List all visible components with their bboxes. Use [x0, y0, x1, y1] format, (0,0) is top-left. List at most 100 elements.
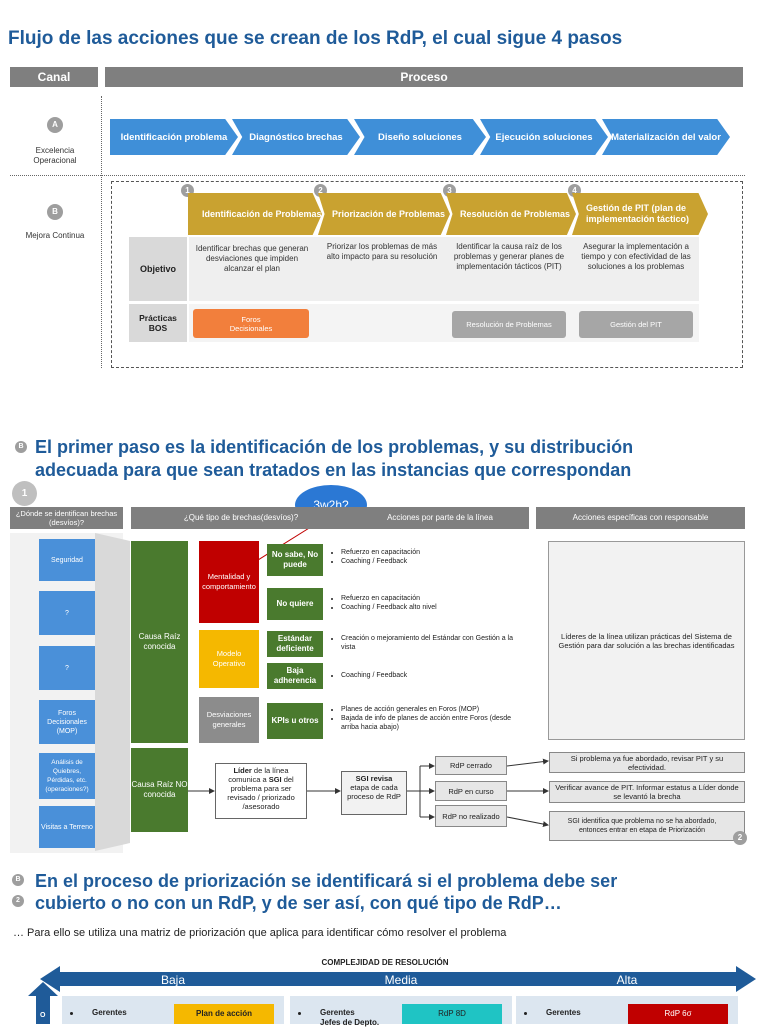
- type-desviaciones: Desviaciones generales: [199, 697, 259, 743]
- chevron-a-1: Identificación problema: [110, 119, 238, 155]
- badge-b-2: B: [15, 441, 27, 453]
- chevron-label: Materialización del valor: [611, 131, 721, 143]
- lider-bold: Líder: [233, 766, 252, 775]
- proceso-header: Proceso: [105, 67, 743, 87]
- vertical-arrow: [28, 982, 58, 1024]
- practica-label: Foros Decisionales: [229, 314, 273, 333]
- note-text: … Para ello se utiliza una matriz de pri…: [13, 927, 507, 939]
- badge-2-3: 2: [12, 895, 24, 907]
- type-mentalidad: Mentalidad y comportamiento: [199, 541, 259, 623]
- cell-box-8d: RdP 8D: [402, 1004, 502, 1024]
- action-item: Coaching / Feedback alto nivel: [341, 603, 521, 612]
- double-arrow: [40, 966, 756, 992]
- canal-header: Canal: [10, 67, 98, 87]
- col-header-tipo: ¿Qué tipo de brechas(desvíos)?: [131, 507, 351, 529]
- section-b-frame: [111, 181, 743, 368]
- badge-b-3: B: [12, 874, 24, 886]
- badge-a: A: [47, 117, 63, 133]
- type-modelo: Modelo Operativo: [199, 630, 259, 688]
- matrix-title: COMPLEJIDAD DE RESOLUCIÓN: [321, 958, 449, 967]
- gold-chevron-3: Resolución de Problemas: [446, 193, 576, 235]
- cell-bullet: Gerentes: [92, 1008, 127, 1017]
- lider-text: de la línea comunica a: [228, 766, 289, 784]
- objetivo-row-bg: [189, 237, 699, 301]
- rdp-no-realizado: RdP no realizado: [435, 805, 507, 827]
- page-title: Flujo de las acciones que se crean de lo…: [8, 28, 623, 49]
- lider-sgi: SGI: [268, 775, 282, 784]
- row-divider: [10, 175, 745, 176]
- chevron-label: Diagnóstico brechas: [249, 131, 343, 143]
- funnel-polygon: [95, 533, 130, 851]
- up-arrow: [28, 982, 58, 1024]
- action-item: Refuerzo en capacitación: [341, 594, 521, 603]
- subtype-no-sabe: No sabe, No puede: [267, 544, 323, 576]
- chevron-label: Diseño soluciones: [378, 131, 462, 143]
- row-label-text: Prácticas BOS: [139, 313, 177, 333]
- section-title-3: En el proceso de priorización se identif…: [35, 870, 755, 914]
- chevron-a-3: Diseño soluciones: [354, 119, 486, 155]
- flow-connectors: [188, 758, 549, 827]
- practica-foros: Foros Decisionales: [193, 309, 309, 338]
- subtype-no-quiere: No quiere: [267, 588, 323, 620]
- level-alta: Alta: [616, 973, 638, 987]
- matrix-col-baja: Gerentes Plan de acción: [62, 996, 284, 1024]
- objetivo-2: Priorizar los problemas de más alto impa…: [326, 242, 438, 261]
- outcome-1: Si problema ya fue abordado, revisar PIT…: [549, 752, 745, 773]
- actions-5: Planes de acción generales en Foros (MOP…: [331, 705, 527, 732]
- bullet-dot: [298, 1012, 301, 1015]
- source-analisis: Análisis de Quiebres, Pérdidas, etc. (op…: [39, 753, 95, 799]
- sgi-box: SGI revisa etapa de cada proceso de RdP: [341, 771, 407, 815]
- connector-to-outcome-3: [506, 816, 549, 827]
- chevron-label: Gestión de PIT (plan de implementación t…: [586, 203, 690, 224]
- practica-label: Resolución de Problemas: [466, 320, 552, 329]
- objetivo-4: Asegurar la implementación a tiempo y co…: [581, 242, 691, 271]
- cell-bullet-2: Jefes de Depto.: [320, 1018, 380, 1027]
- col-header-donde: ¿Dónde se identifican brechas (desvíos)?: [10, 507, 123, 529]
- title-line: El primer paso es la identificación de l…: [35, 437, 634, 457]
- causa-raiz-no-conocida: Causa Raíz NO conocida: [131, 748, 188, 832]
- source-visitas: Visitas a Terreno: [39, 806, 95, 848]
- connector-to-outcome-1: [506, 758, 549, 767]
- subtype-baja-adherencia: Baja adherencia: [267, 663, 323, 689]
- outcome-2: Verificar avance de PIT. Informar estatu…: [549, 781, 745, 803]
- gold-chevron-4: Gestión de PIT (plan de implementación t…: [572, 193, 708, 235]
- action-item: Planes de acción generales en Foros (MOP…: [341, 705, 527, 714]
- outcome-3: SGI identifica que problema no se ha abo…: [549, 811, 745, 841]
- title-line: En el proceso de priorización se identif…: [35, 871, 618, 891]
- lider-text: del problema para ser revisado / prioriz…: [227, 775, 295, 811]
- col-header-text: ¿Dónde se identifican brechas (desvíos)?: [15, 509, 118, 527]
- gold-chevron-1: Identificación de Problemas: [188, 193, 322, 235]
- chevron-a-2: Diagnóstico brechas: [232, 119, 360, 155]
- action-item: Coaching / Feedback: [341, 557, 521, 566]
- step-badge-1: 1: [12, 481, 37, 506]
- cell-box-plan: Plan de acción: [174, 1004, 274, 1024]
- action-item: Coaching / Feedback: [341, 671, 521, 680]
- objetivo-1: Identificar brechas que generan desviaci…: [195, 244, 309, 273]
- outcome-badge: 2: [733, 831, 747, 845]
- practica-gestion-pit: Gestión del PIT: [579, 311, 693, 338]
- matrix-col-alta: Gerentes RdP 6σ: [516, 996, 738, 1024]
- chevron-label: Identificación problema: [120, 131, 228, 143]
- cell-bullet: Gerentes: [320, 1008, 355, 1017]
- cell-bullet: Gerentes: [546, 1008, 581, 1017]
- row-label-practicas: Prácticas BOS: [129, 304, 187, 342]
- bullet-dot: [70, 1012, 73, 1015]
- action-item: Creación o mejoramiento del Estándar con…: [341, 634, 521, 652]
- title-line: cubierto o no con un RdP, y de ser así, …: [35, 893, 562, 913]
- canal-label-a: Excelencia Operacional: [33, 146, 77, 165]
- causa-raiz-conocida: Causa Raíz conocida: [131, 541, 188, 743]
- matrix-arrow: [40, 966, 756, 992]
- subtype-estandar: Estándar deficiente: [267, 631, 323, 657]
- row-label-objetivo: Objetivo: [129, 237, 187, 301]
- bullet-dot: [524, 1012, 527, 1015]
- cell-box-6s: RdP 6σ: [628, 1004, 728, 1024]
- source-unknown-2: ?: [39, 646, 95, 690]
- col-header-acciones: Acciones por parte de la línea: [351, 507, 529, 529]
- section-title-2: El primer paso es la identificación de l…: [35, 436, 755, 482]
- chevron-label: Priorización de Problemas: [332, 208, 446, 219]
- matrix-col-media: Gerentes Jefes de Depto. RdP 8D: [290, 996, 512, 1027]
- lider-box: Líder de la línea comunica a SGI del pro…: [215, 763, 307, 819]
- level-baja: Baja: [160, 973, 186, 987]
- title-line: adecuada para que sean tratados en las i…: [35, 460, 632, 480]
- badge-b: B: [47, 204, 63, 220]
